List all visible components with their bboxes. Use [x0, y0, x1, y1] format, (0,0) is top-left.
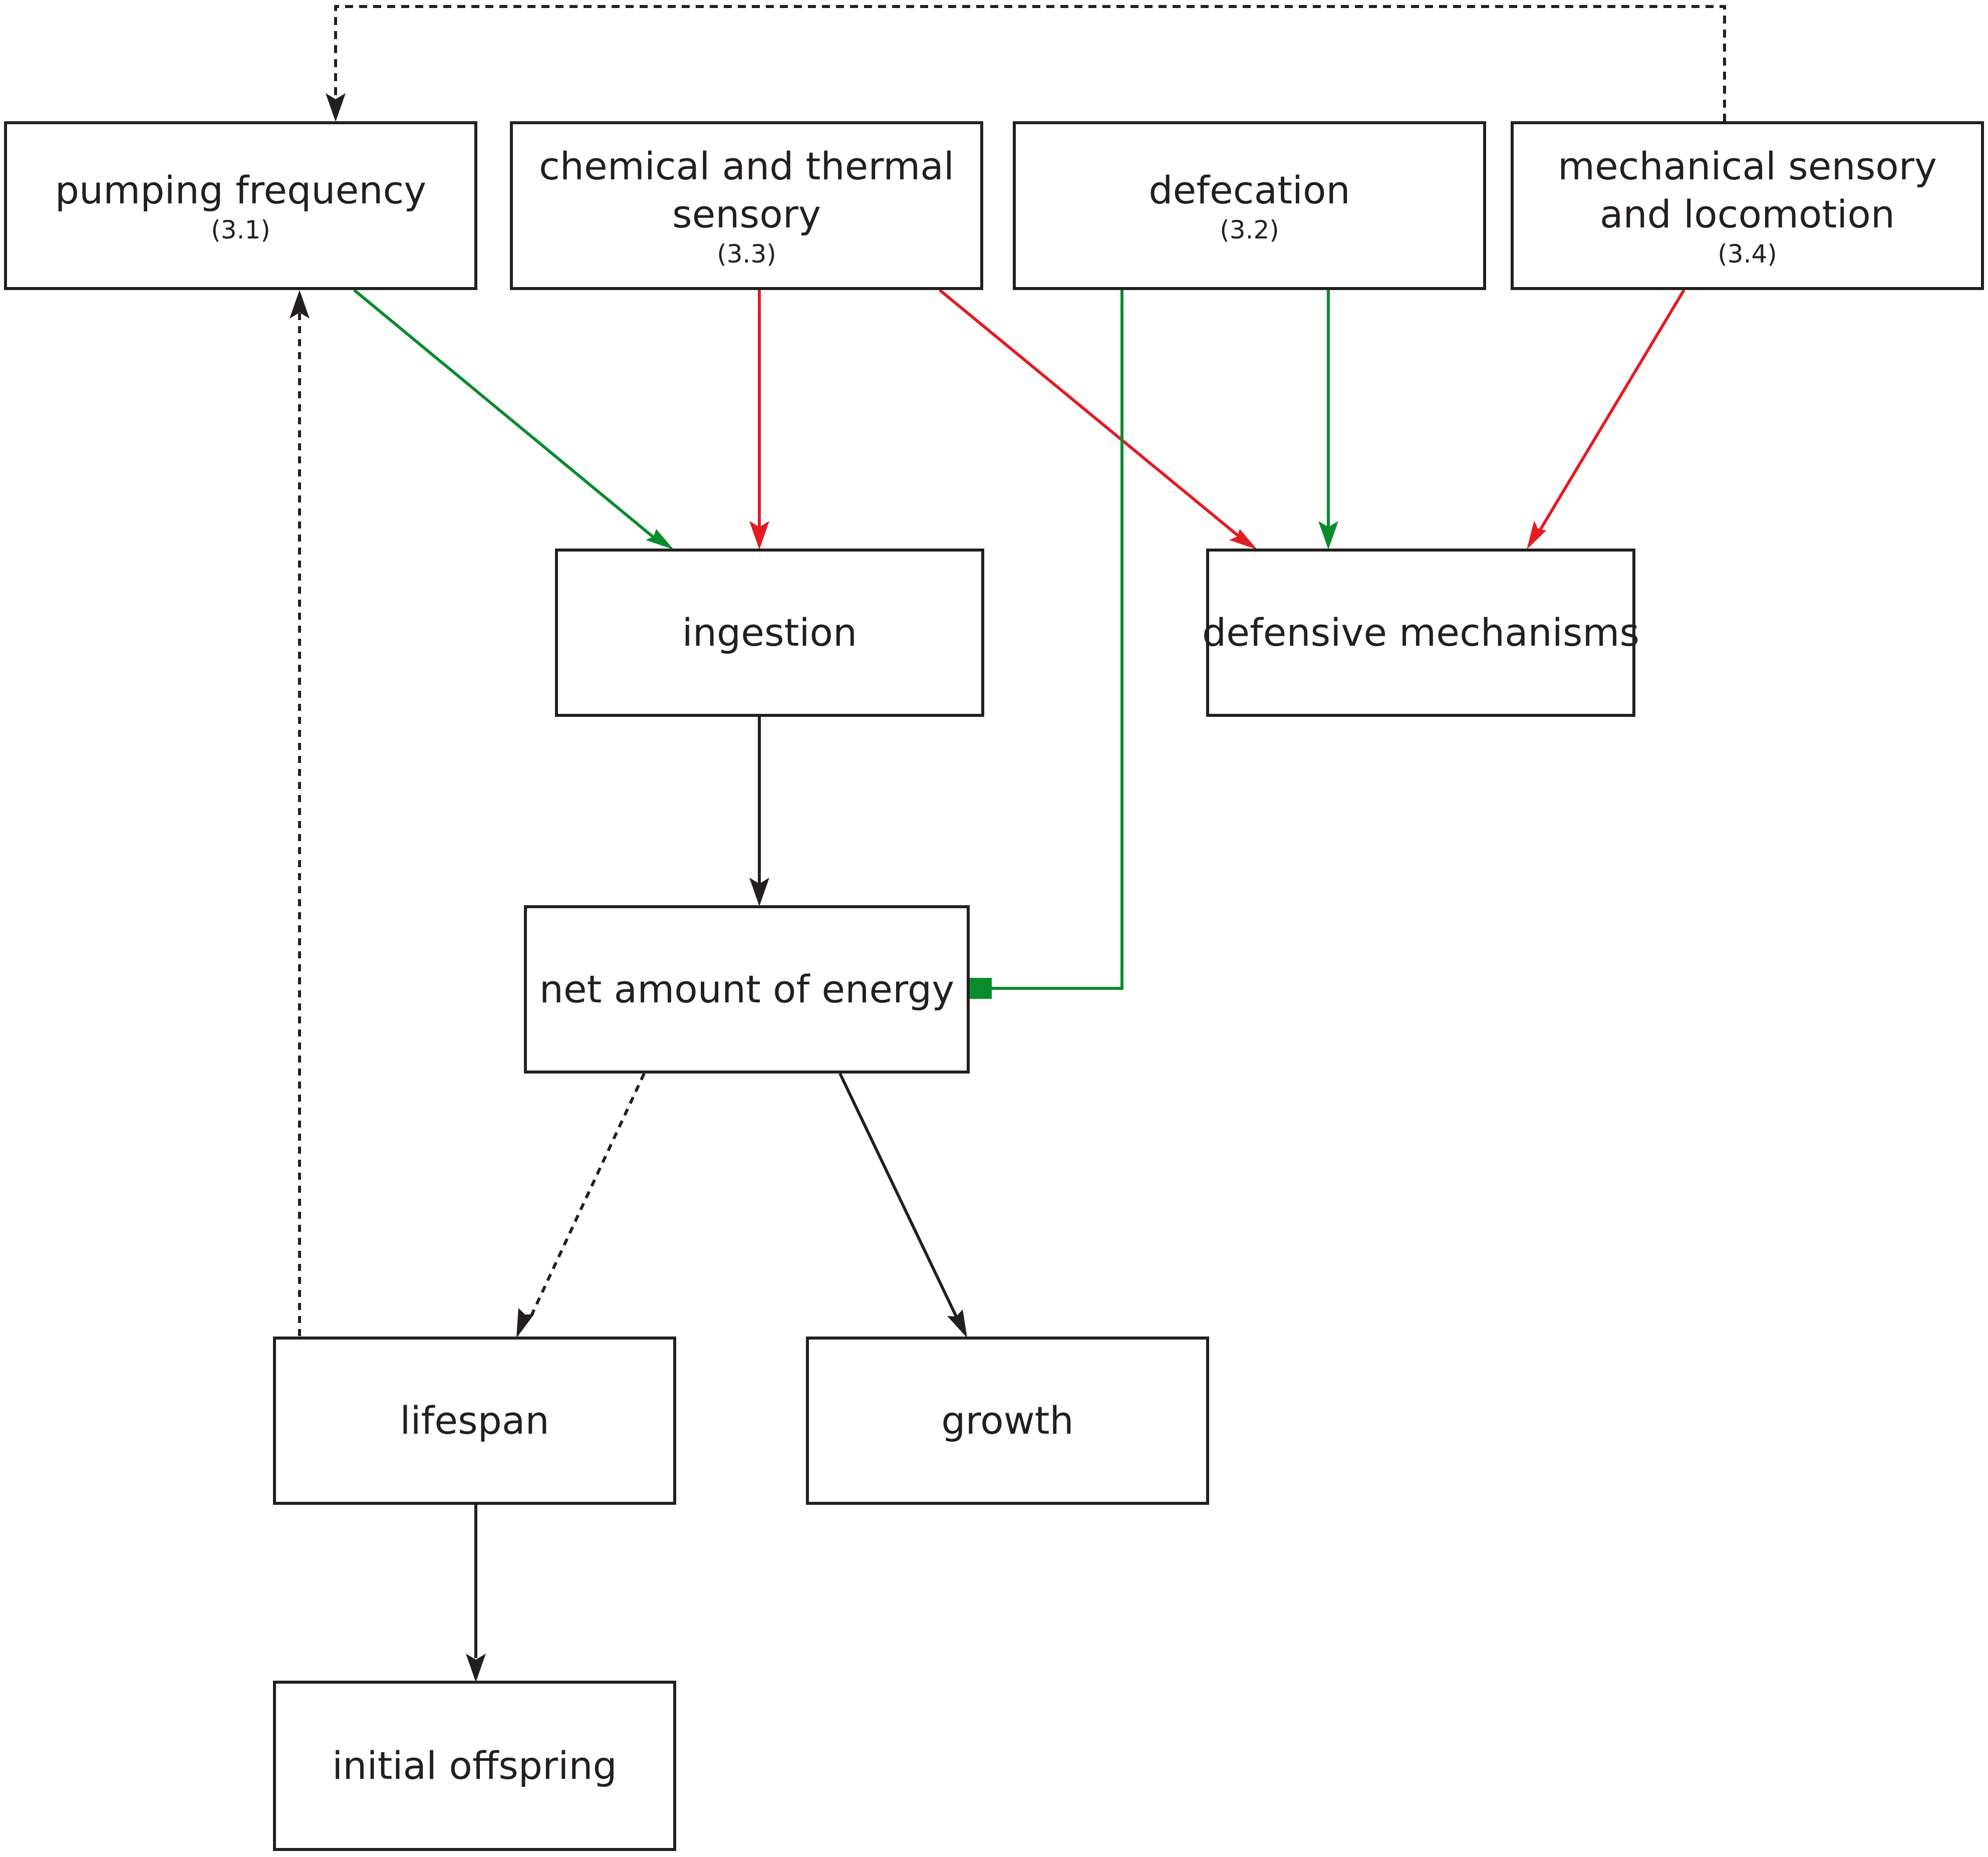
node-ingestion: ingestion: [555, 549, 984, 717]
edge-net-energy-to-growth: [838, 1073, 967, 1338]
node-ref: (3.1): [211, 215, 270, 244]
node-pumping-frequency: pumping frequency (3.1): [4, 121, 477, 290]
node-title: defensive mechanisms: [1202, 610, 1640, 655]
edge-ingestion-to-net-energy: [749, 717, 769, 906]
node-chemical-thermal-sensory: chemical and thermal sensory (3.3): [510, 121, 983, 290]
node-net-amount-of-energy: net amount of energy: [524, 905, 970, 1074]
node-title: pumping frequency: [55, 167, 427, 212]
node-ref: (3.4): [1718, 239, 1777, 269]
edge-net-energy-to-lifespan-dotted: [516, 1073, 646, 1338]
node-title-line-1: mechanical sensory: [1557, 143, 1937, 188]
node-title: growth: [941, 1398, 1074, 1443]
node-initial-offspring: initial offspring: [273, 1681, 676, 1851]
edge-lifespan-to-pumping-dotted: [290, 290, 310, 1336]
node-title: ingestion: [682, 610, 858, 655]
node-defecation: defecation (3.2): [1013, 121, 1486, 290]
edge-lifespan-to-offspring: [466, 1505, 486, 1682]
node-title-line-1: chemical and thermal: [539, 143, 954, 188]
edge-pumping-to-ingestion: [353, 289, 674, 550]
node-title: initial offspring: [332, 1743, 617, 1788]
node-title-line-2: and locomotion: [1599, 191, 1895, 236]
node-title: defecation: [1149, 167, 1350, 212]
node-title-line-2: sensory: [672, 191, 821, 236]
node-title: lifespan: [400, 1398, 549, 1443]
node-mechanical-sensory-locomotion: mechanical sensory and locomotion (3.4): [1511, 121, 1984, 290]
node-lifespan: lifespan: [273, 1337, 676, 1505]
node-title: net amount of energy: [539, 967, 955, 1011]
edge-mechanical-to-pumping-dotted: [326, 5, 1726, 122]
edge-mechanical-to-defensive: [1527, 289, 1685, 550]
edge-chemical-to-defensive: [939, 289, 1257, 550]
edge-chemical-to-ingestion: [749, 290, 769, 550]
node-defensive-mechanisms: defensive mechanisms: [1202, 549, 1639, 717]
edge-defecation-to-defensive: [1318, 290, 1338, 550]
edge-defecation-to-net-energy: [969, 290, 1123, 999]
node-ref: (3.2): [1220, 215, 1279, 244]
node-ref: (3.3): [717, 239, 776, 269]
node-growth: growth: [806, 1337, 1209, 1505]
